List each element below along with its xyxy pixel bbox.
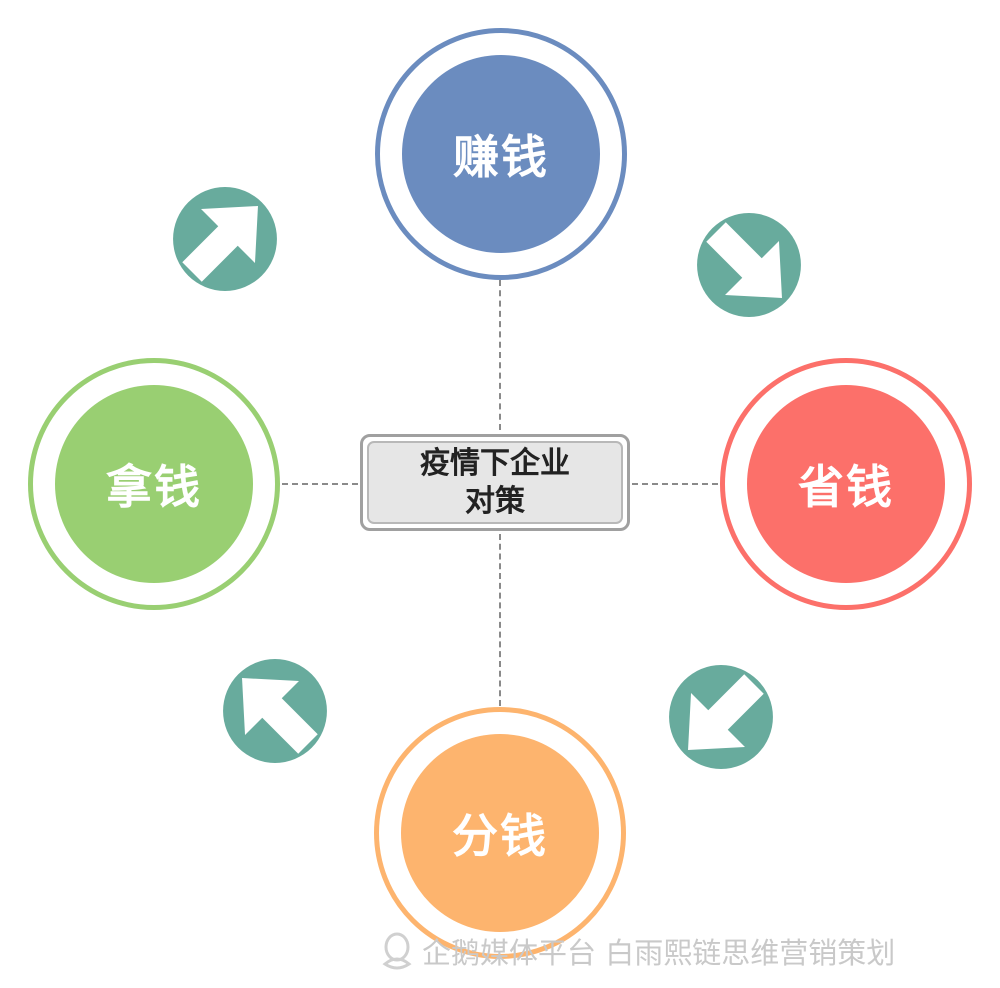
node-save-money-label: 省钱 [798,460,894,514]
arrow-up-left-icon [222,658,328,764]
node-get-money: 拿钱 [28,358,280,610]
center-topic-box: 疫情下企业 对策 [360,434,630,531]
node-share-money-label: 分钱 [452,809,548,863]
node-share-money-core: 分钱 [401,734,599,932]
center-topic-inner: 疫情下企业 对策 [367,441,623,524]
node-share-money: 分钱 [374,707,626,959]
node-earn-money: 赚钱 [375,28,627,280]
center-topic-line-2: 对策 [465,483,525,519]
arrow-down-right-icon [696,212,802,318]
center-topic-line-1: 疫情下企业 [420,445,570,481]
connector-left [282,483,358,485]
connector-top [499,280,501,430]
connector-right [632,483,718,485]
watermark-text: 企鹅媒体平台 白雨熙链思维营销策划 [422,936,896,970]
node-get-money-label: 拿钱 [106,460,202,514]
node-earn-money-core: 赚钱 [402,55,600,253]
watermark: 企鹅媒体平台 白雨熙链思维营销策划 [380,930,895,972]
node-get-money-core: 拿钱 [55,385,253,583]
connector-bottom [499,534,501,706]
node-save-money-core: 省钱 [747,385,945,583]
node-save-money: 省钱 [720,358,972,610]
arrow-down-left-icon [668,664,774,770]
penguin-logo-icon [382,932,412,970]
node-earn-money-label: 赚钱 [453,130,549,184]
arrow-up-right-icon [172,186,278,292]
